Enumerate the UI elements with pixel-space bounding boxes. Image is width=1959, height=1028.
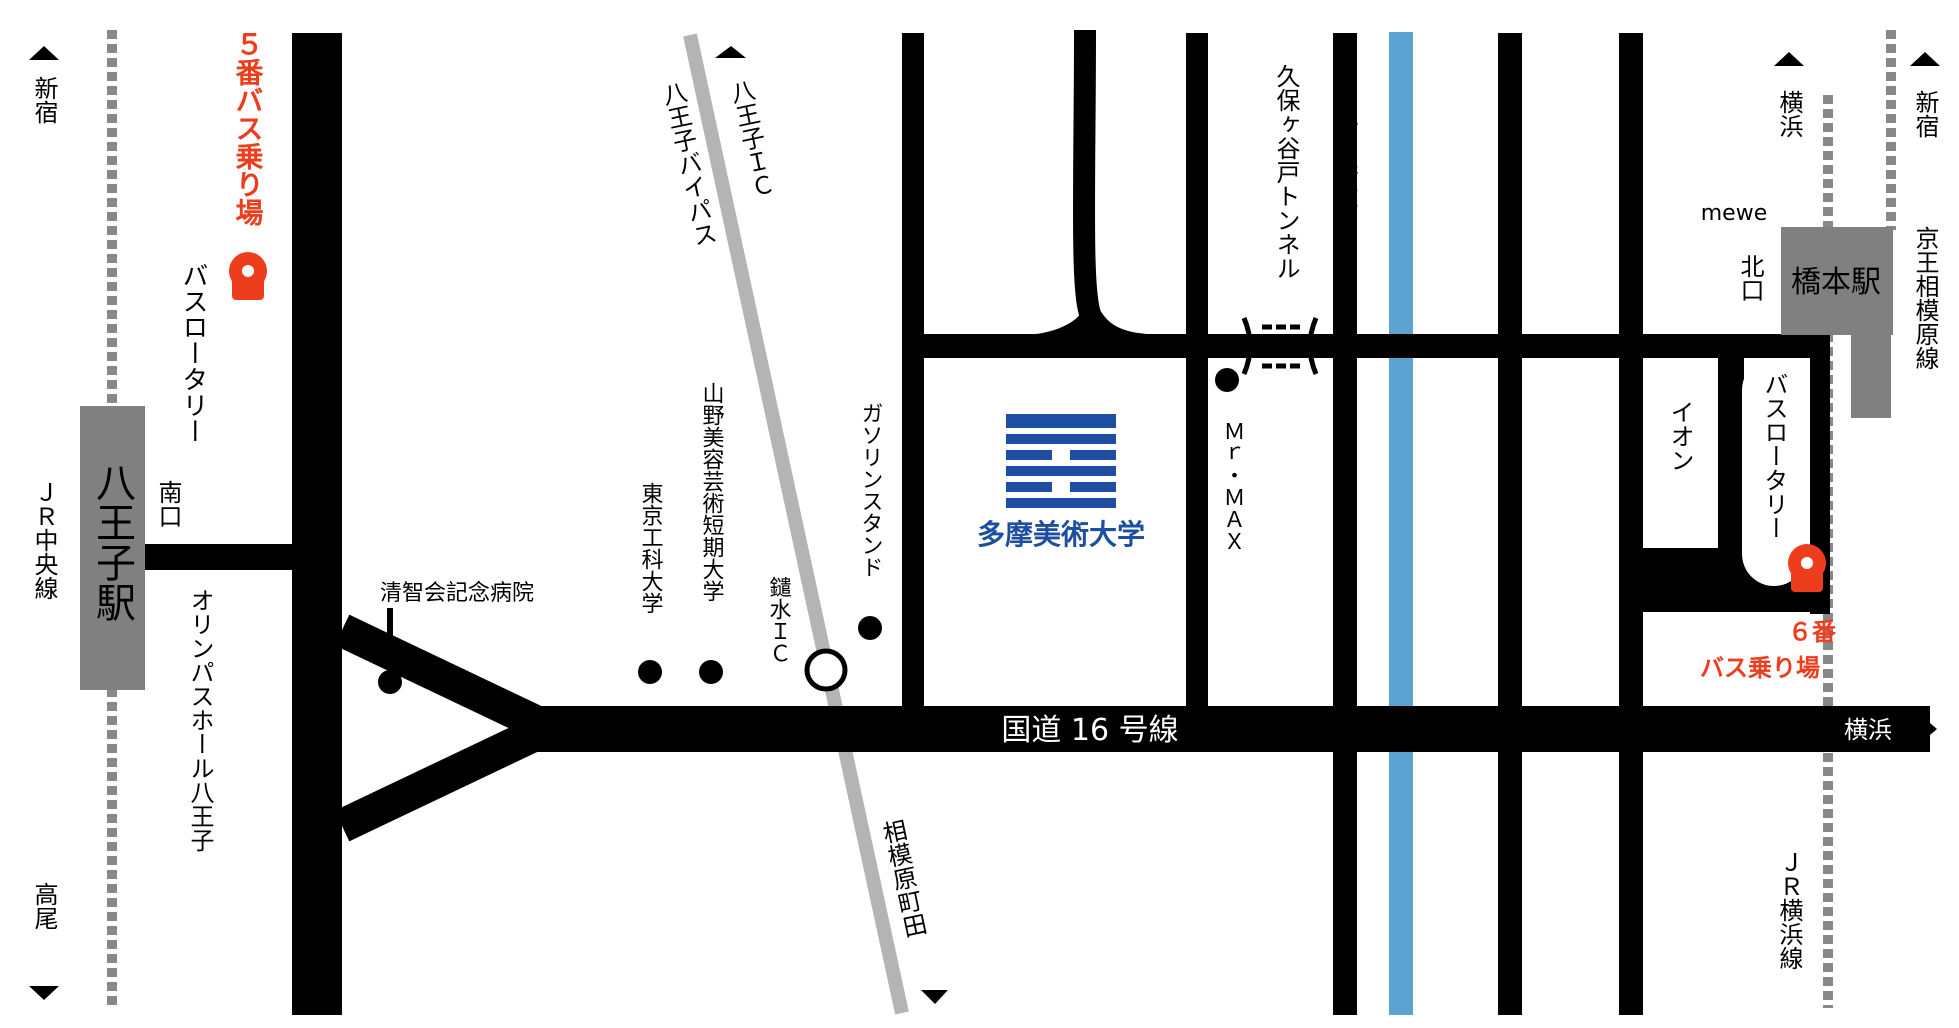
- poi-dots: [378, 368, 1239, 694]
- tokyo-koka-dot: [638, 660, 662, 684]
- south-exit-label: 南口: [154, 480, 182, 528]
- gas-station-dot: [858, 616, 882, 640]
- route16-yokohama-label: 横浜: [1844, 716, 1892, 744]
- bus-stop-6-pin-icon: [1788, 544, 1826, 592]
- hospital-dot: [378, 670, 402, 694]
- rotary-loop-inner: [1718, 346, 1744, 602]
- left-up-direction-label: 新宿: [30, 76, 58, 124]
- hachioji-bypass-road: [683, 33, 909, 1015]
- roads: [142, 29, 1937, 1015]
- tunnel-icon: [1241, 317, 1319, 375]
- bus-stop-6-label: バス乗り場: [1700, 654, 1820, 682]
- road-v4: [1498, 33, 1522, 1015]
- hospital-label: 清智会記念病院: [380, 581, 534, 606]
- mrmax-dot: [1215, 368, 1239, 392]
- road-v1: [902, 33, 924, 707]
- bus-rotary-left-label: バスロータリー: [178, 262, 208, 444]
- yarimizu-ic-marker: [804, 648, 848, 692]
- diagonal-road-upper: [334, 614, 556, 744]
- aeon-label: イオン: [1666, 400, 1694, 472]
- keio-line-label: 京王相模原線: [1911, 226, 1939, 370]
- machida-kaido-label: 町田街道: [1333, 120, 1359, 208]
- arrow-bypass-ic-icon: [715, 46, 746, 58]
- hachioji-station: [80, 406, 145, 690]
- bus-stop-5-label: ５番バス乗り場: [232, 30, 265, 226]
- river: [1389, 32, 1413, 1015]
- rotary-loop-right: [1810, 334, 1830, 614]
- arrow-up-yokohama-icon: [1774, 52, 1804, 66]
- tamabi-logo-icon: [1006, 414, 1116, 508]
- road-v3: [1333, 33, 1357, 1015]
- jr-yokohama-line-label: ＪＲ横浜線: [1775, 850, 1803, 970]
- tokyo-koka-label: 東京工科大学: [638, 482, 664, 614]
- bus-stop-5-pin-icon: [229, 252, 267, 300]
- yamano-dot: [699, 660, 723, 684]
- route16-label: 国道 16 号線: [1001, 713, 1178, 748]
- mewe-label: mewe: [1701, 201, 1768, 226]
- diagonal-road-lower: [334, 712, 556, 842]
- north-exit-label: 北口: [1736, 254, 1764, 302]
- hashimoto-station: [1781, 227, 1893, 335]
- right-up-yokohama-label: 横浜: [1775, 90, 1803, 138]
- arrow-up-shinjuku-right-icon: [1910, 52, 1940, 66]
- kubogaito-tunnel-label: 久保ヶ谷戸トンネル: [1272, 64, 1300, 280]
- gas-station-label: ガソリンスタンド: [858, 402, 883, 578]
- olympus-hall-label: オリンパスホール八王子: [186, 588, 214, 852]
- south-exit-road: [142, 544, 294, 570]
- hashimoto-station-label: 橋本駅: [1791, 265, 1881, 300]
- bus-rotary-right-capsule: [1742, 358, 1806, 586]
- bus-stop-6-number: ６番: [1788, 618, 1837, 646]
- yamano-label: 山野美容芸術短期大学: [699, 382, 725, 602]
- road-v5: [1619, 33, 1643, 1015]
- mrmax-label: Ｍｒ・ＭＡＸ: [1220, 420, 1245, 552]
- arrow-up-shinjuku-left-icon: [29, 46, 59, 60]
- bypass-ic-label: 八王子ＩＣ: [724, 77, 776, 200]
- curved-road-left: [924, 310, 1102, 357]
- hospital-stem: [387, 608, 393, 678]
- route16-road: [530, 706, 1930, 752]
- hachioji-station-label: 八王子駅: [89, 462, 135, 622]
- curved-road: [1072, 29, 1191, 357]
- yarimizu-ic-label: 鑓水ＩＣ: [766, 576, 792, 664]
- arrow-down-takao-icon: [29, 986, 59, 1000]
- university-name: 多摩美術大学: [977, 518, 1145, 551]
- road-v2: [1186, 33, 1208, 707]
- arrow-bypass-down-icon: [921, 990, 948, 1004]
- direction-arrows: [29, 46, 1940, 1004]
- route16-arrow: [1917, 712, 1937, 746]
- jr-chuo-line-label: ＪＲ中央線: [30, 480, 58, 600]
- bus-rotary-right-label: バスロータリー: [1760, 372, 1788, 540]
- keio-station-block: [1851, 330, 1891, 418]
- right-up-shinjuku-label: 新宿: [1911, 90, 1939, 138]
- left-main-road: [292, 33, 342, 1015]
- left-down-direction-label: 高尾: [30, 882, 58, 930]
